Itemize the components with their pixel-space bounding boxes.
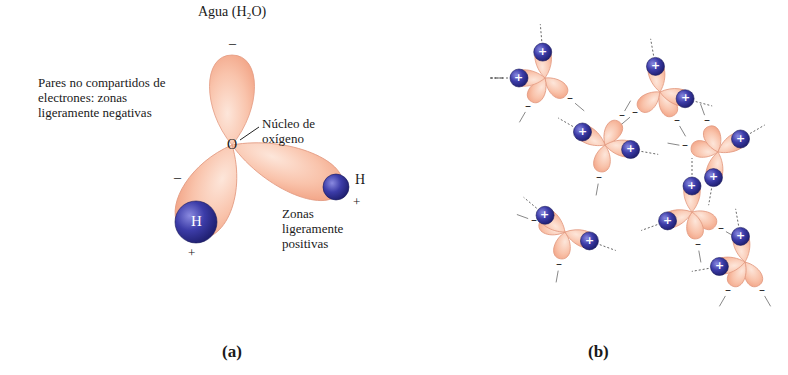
hydrogen-bond-line (709, 188, 712, 205)
electron-lobe (573, 122, 609, 152)
electron-lobe (165, 134, 256, 247)
charge-sign: + (709, 171, 718, 184)
charge-sign: + (736, 133, 745, 146)
hydrogen-bond-line (519, 112, 525, 122)
hydrogen-bond-line (596, 184, 598, 196)
hydrogen-bond-line (668, 143, 680, 145)
charge-sign: + (626, 143, 635, 156)
hydrogen-sphere (646, 57, 664, 75)
hydrogen-sphere (704, 169, 722, 187)
text-label: + (353, 195, 360, 210)
text-label: – (229, 36, 236, 52)
charge-sign: – (525, 100, 531, 114)
charge-sign: + (715, 260, 724, 273)
hydrogen-bond-line (696, 102, 712, 106)
hydrogen-sphere (683, 177, 701, 195)
hydrogen-bond-line (540, 24, 541, 41)
charge-sign: – (556, 258, 562, 272)
electron-lobe (210, 55, 255, 145)
hydrogen-bond-line (524, 197, 537, 208)
text-label: Agua (H₂O) (198, 4, 266, 20)
panel-letter: (b) (588, 342, 609, 362)
hydrogen-bond-line (575, 103, 584, 111)
hydrogen-sphere (732, 130, 750, 148)
text-label: + (188, 246, 195, 261)
text-label: O (227, 137, 237, 153)
hydrogen-sphere (710, 258, 728, 276)
hydrogen-sphere (622, 141, 640, 159)
water-network (490, 24, 771, 306)
hydrogen-sphere (731, 227, 749, 245)
hydrogen-bond-line (558, 118, 573, 127)
charge-sign: – (718, 222, 724, 236)
charge-sign: – (596, 171, 602, 185)
charge-sign: + (687, 180, 696, 193)
text-label: H (191, 213, 202, 230)
hydrogen-bond-line (491, 78, 508, 79)
hydrogen-bond-line (692, 268, 709, 271)
text-label: Núcleo de oxígeno (262, 117, 340, 147)
hydrogen-bond-line (765, 296, 771, 306)
hydrogen-bond-line (600, 245, 616, 251)
panel-letter: (a) (222, 342, 242, 362)
text-label: Zonas ligeramente positivas (282, 207, 374, 252)
charge-sign: + (514, 72, 523, 85)
charge-sign: – (674, 114, 680, 128)
charge-sign: – (632, 106, 638, 120)
charge-sign: – (759, 284, 765, 298)
hydrogen-bond-line (700, 104, 704, 115)
hydrogen-bond-line (517, 214, 528, 218)
electron-lobe (535, 205, 570, 238)
text-label: Pares no compartidos de electrones: zona… (38, 76, 166, 121)
hydrogen-bond-line (680, 126, 686, 136)
hydrogen-sphere (659, 212, 677, 230)
charge-sign: + (681, 92, 690, 105)
charge-sign: – (531, 214, 537, 228)
hydrogen-bond-line (641, 225, 657, 231)
charge-sign: + (578, 126, 587, 139)
hydrogen-bond-line (736, 209, 739, 226)
hydrogen-bond-line (490, 78, 503, 79)
hydrogen-sphere (536, 206, 554, 224)
electron-lobe (513, 70, 545, 87)
hydrogen-sphere (534, 43, 552, 61)
charge-sign: – (682, 139, 688, 153)
charge-sign: + (736, 230, 745, 243)
hydrogen-bond-line (641, 151, 658, 154)
charge-sign: – (725, 284, 731, 298)
hydrogen-bond-line (556, 271, 558, 283)
hydrogen-sphere (676, 90, 694, 108)
charge-sign: + (540, 209, 549, 222)
hydrogen-sphere (175, 201, 217, 243)
hydrogen-bond-line (651, 39, 654, 56)
charge-sign: + (585, 235, 594, 248)
hydrogen-bond-line (692, 158, 693, 175)
hydrogen-bond-line (750, 125, 765, 134)
hydrogen-bond-line (699, 251, 701, 263)
charge-sign: – (695, 238, 701, 252)
hydrogen-sphere (510, 69, 528, 87)
hydrogen-sphere (573, 123, 591, 141)
charge-sign: – (619, 109, 625, 123)
leader-line (240, 127, 259, 140)
charge-sign: – (567, 92, 573, 106)
hydrogen-sphere (580, 232, 598, 250)
hydrogen-sphere (323, 174, 349, 200)
electron-lobe (659, 204, 695, 230)
charge-sign: + (663, 215, 672, 228)
charge-sign: – (704, 114, 710, 128)
text-label: – (174, 170, 181, 186)
water-molecule (165, 55, 350, 247)
charge-sign: + (651, 60, 660, 73)
hydrogen-bond-line (625, 101, 631, 111)
charge-sign: + (538, 46, 547, 59)
hydrogen-bond-line (719, 296, 725, 306)
text-label: H (355, 172, 365, 188)
electron-lobe (562, 224, 598, 250)
